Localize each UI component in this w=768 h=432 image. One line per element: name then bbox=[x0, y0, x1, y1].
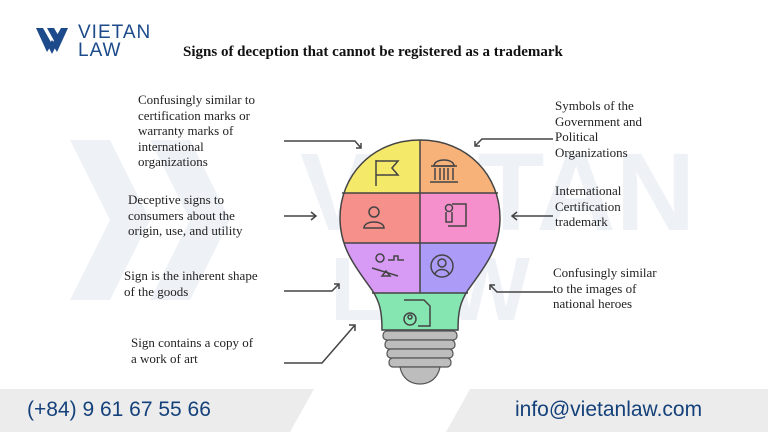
user-circle-icon bbox=[430, 254, 454, 278]
section-certificate bbox=[420, 193, 500, 243]
arrows bbox=[284, 138, 553, 364]
section-user-circle bbox=[420, 243, 500, 293]
brand-logo: VIETAN LAW bbox=[34, 22, 152, 61]
bulb-base bbox=[382, 330, 458, 385]
certificate-icon bbox=[444, 203, 467, 227]
section-balance bbox=[340, 243, 420, 293]
section-person bbox=[340, 193, 420, 243]
vietan-logo-icon bbox=[36, 28, 68, 54]
balance-money-icon bbox=[371, 253, 404, 277]
government-building-icon bbox=[430, 159, 458, 183]
footer-phone[interactable]: (+84) 9 61 67 55 66 bbox=[27, 398, 211, 421]
document-user-icon bbox=[403, 299, 431, 327]
brand-line-1: VIETAN bbox=[78, 22, 152, 43]
flag-icon bbox=[375, 160, 400, 186]
brand-line-2: LAW bbox=[78, 40, 122, 61]
person-icon bbox=[363, 206, 385, 229]
section-flag bbox=[340, 140, 420, 193]
page-title: Signs of deception that cannot be regist… bbox=[183, 44, 563, 60]
section-document bbox=[340, 293, 500, 330]
footer-email[interactable]: info@vietanlaw.com bbox=[515, 398, 703, 421]
